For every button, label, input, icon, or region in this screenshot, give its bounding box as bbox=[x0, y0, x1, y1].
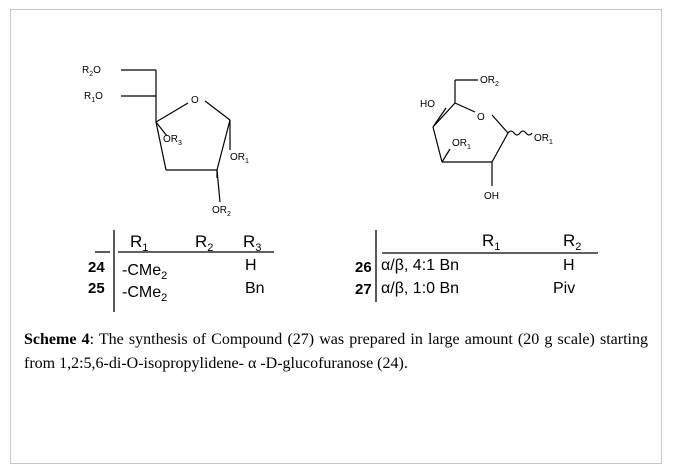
left-header-r1: R1 bbox=[130, 232, 148, 254]
row-25-r3: Bn bbox=[245, 280, 265, 297]
row-24-r1-r2: -CMe2 bbox=[122, 262, 167, 282]
right-table: R1 R2 26 α/β, 4:1 Bn H 27 α/β, 1:0 Bn Pi… bbox=[355, 230, 598, 302]
pyranose-structure bbox=[432, 79, 509, 186]
row-25-r1-r2: -CMe2 bbox=[122, 284, 167, 304]
caption-label: Scheme 4 bbox=[24, 331, 90, 348]
compound-id-26: 26 bbox=[355, 259, 372, 276]
r1o-label: R1O bbox=[84, 91, 103, 104]
furanose-structure bbox=[121, 69, 231, 203]
right-header-r2: R2 bbox=[563, 231, 581, 253]
left-header-r2: R2 bbox=[195, 232, 213, 254]
pyranose-or2-label: OR2 bbox=[480, 75, 499, 88]
compound-id-24: 24 bbox=[88, 259, 105, 276]
caption-text: : The synthesis of Compound (27) was pre… bbox=[24, 331, 648, 372]
row-26-r1: α/β, 4:1 Bn bbox=[381, 257, 459, 274]
r2o-label: R2O bbox=[82, 65, 101, 78]
scheme-frame bbox=[10, 9, 662, 464]
furanose-ring-oxygen: O bbox=[191, 95, 199, 106]
row-27-r1: α/β, 1:0 Bn bbox=[381, 280, 459, 297]
left-table: R1 R2 R3 24 -CMe2 H 25 -CMe2 Bn bbox=[88, 230, 274, 312]
anomeric-or1-label: OR1 bbox=[534, 133, 553, 146]
compound-id-27: 27 bbox=[355, 281, 372, 298]
row-26-r2: H bbox=[563, 257, 575, 274]
or3-label: OR3 bbox=[163, 134, 182, 147]
row-24-r3: H bbox=[245, 257, 257, 274]
right-header-r1: R1 bbox=[482, 231, 500, 253]
pyranose-ring-oxygen: O bbox=[477, 112, 485, 123]
compound-id-25: 25 bbox=[88, 280, 105, 297]
scheme-caption: Scheme 4: The synthesis of Compound (27)… bbox=[24, 328, 648, 376]
pyranose-or1-ring-label: OR1 bbox=[452, 138, 471, 151]
row-27-r2: Piv bbox=[553, 280, 575, 297]
left-header-r3: R3 bbox=[243, 232, 261, 254]
or2-label: OR2 bbox=[212, 205, 231, 218]
or1-label: OR1 bbox=[230, 152, 249, 165]
oh-label: OH bbox=[484, 191, 499, 202]
ho-label: HO bbox=[420, 99, 435, 110]
anomeric-wavy-bond bbox=[507, 130, 533, 136]
